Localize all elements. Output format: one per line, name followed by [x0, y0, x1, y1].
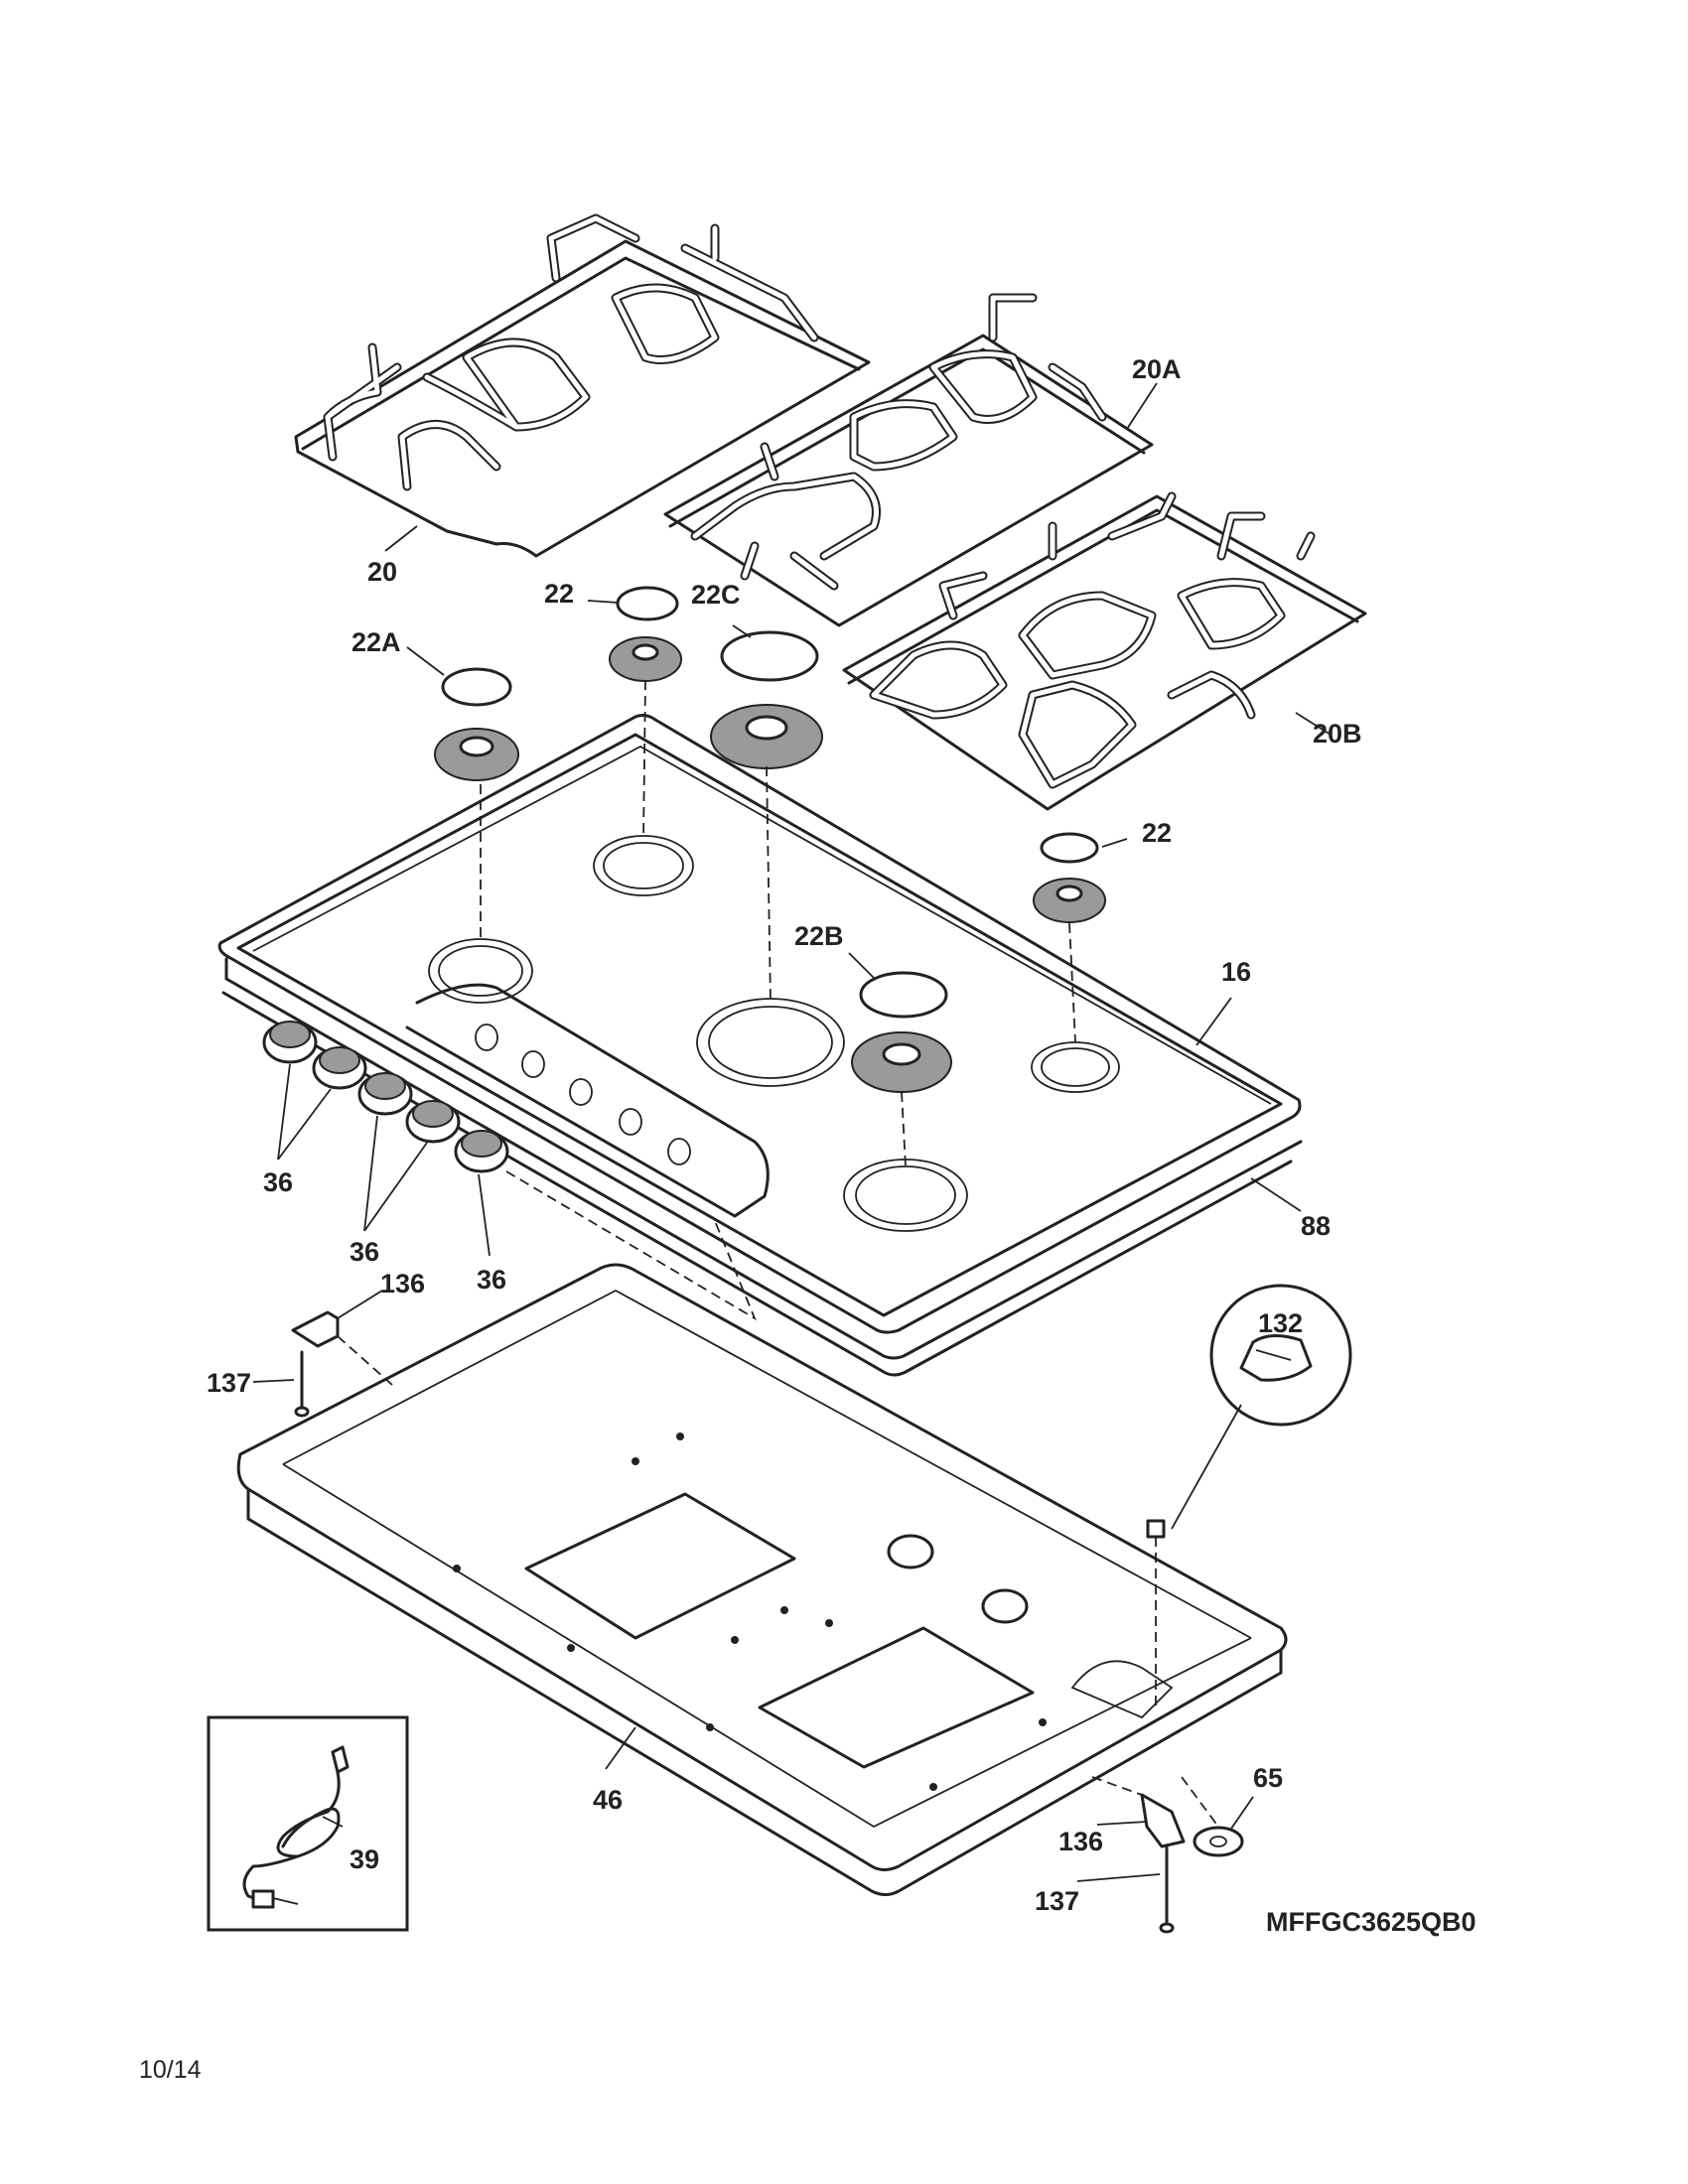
callout-grate-center: 20A [1132, 354, 1182, 384]
screw-137-bottom [1159, 1844, 1175, 1934]
knob [454, 1130, 509, 1173]
bracket-136-top [291, 1310, 393, 1386]
knob [312, 1046, 367, 1090]
callout-cap-22-right: 22 [1142, 818, 1172, 848]
burner-cap-22b [851, 971, 952, 1093]
cooktop-16 [217, 714, 1303, 1360]
burner-cap-22a [434, 667, 519, 781]
callout-bracket-bottom: 136 [1058, 1827, 1103, 1856]
knob [357, 1072, 413, 1116]
grommet-65 [1181, 1776, 1244, 1857]
callout-screw-bottom: 137 [1035, 1886, 1079, 1916]
burner-cap-22-right [1033, 832, 1106, 923]
callout-cap-22-top: 22 [544, 579, 574, 609]
knob [405, 1100, 461, 1144]
callout-clip: 132 [1258, 1308, 1303, 1338]
callout-gasket: 88 [1301, 1211, 1331, 1241]
grate-center [663, 293, 1154, 627]
bottom-pan-46 [236, 1263, 1288, 1896]
callout-cap-22a: 22A [352, 627, 401, 657]
bracket-136-bottom [1091, 1776, 1186, 1848]
burner-cap-22c [710, 630, 823, 769]
callout-cap-22c: 22C [691, 580, 741, 610]
callout-grommet: 65 [1253, 1763, 1283, 1793]
callout-cap-22b: 22B [794, 921, 844, 951]
callout-knob-a: 36 [263, 1167, 293, 1197]
callout-cord: 39 [350, 1844, 379, 1874]
knob [262, 1021, 318, 1064]
gasket-88 [221, 991, 1293, 1377]
grate-right [842, 491, 1367, 811]
grate-left [294, 213, 871, 558]
callout-cooktop: 16 [1221, 957, 1251, 987]
model-number: MFFGC3625QB0 [1266, 1907, 1477, 1937]
power-cord-39-inset [207, 1715, 409, 1932]
callout-screw-top: 137 [207, 1368, 251, 1398]
callout-knob-b: 36 [350, 1237, 379, 1267]
screw-137-top [294, 1350, 310, 1418]
callout-bottom-pan: 46 [593, 1785, 623, 1815]
clip-132-inset [1146, 1284, 1352, 1707]
callout-bracket-top: 136 [380, 1269, 425, 1298]
callout-grate-left: 20 [367, 557, 397, 587]
callout-knob-c: 36 [477, 1265, 506, 1295]
callout-grate-right: 20B [1313, 719, 1362, 749]
burner-cap-22-top [609, 586, 682, 682]
revision-date: 10/14 [139, 2056, 202, 2084]
knobs-36 [262, 1021, 509, 1173]
